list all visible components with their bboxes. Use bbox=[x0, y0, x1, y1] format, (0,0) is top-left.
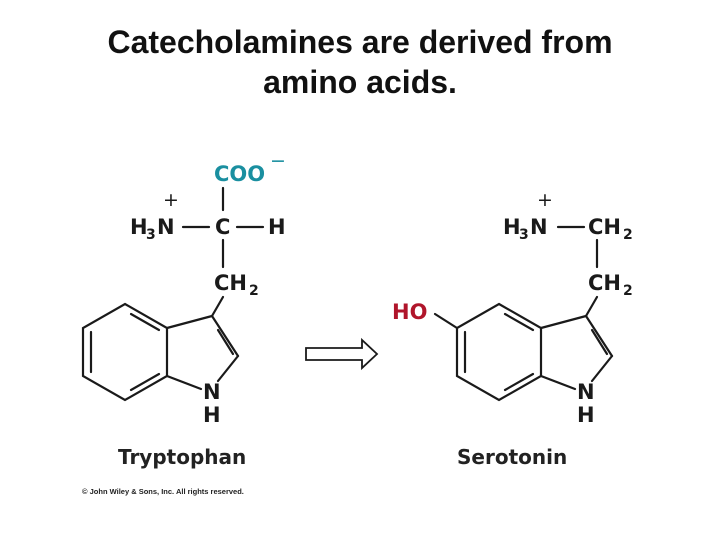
tryptophan-structure: COO − + H 3 N C H CH 2 N H bbox=[81, 150, 286, 427]
serotonin-ch2b-sub: 2 bbox=[623, 283, 633, 299]
slide-title-line-2: amino acids. bbox=[263, 64, 457, 100]
tryptophan-amine-charge: + bbox=[163, 189, 179, 211]
copyright-notice: © John Wiley & Sons, Inc. All rights res… bbox=[82, 487, 244, 496]
slide-title-line-1: Catecholamines are derived from bbox=[107, 24, 613, 60]
serotonin-hydroxyl: HO bbox=[392, 300, 427, 324]
tryptophan-amine-h: H bbox=[130, 215, 148, 239]
tryptophan-alpha-hydrogen: H bbox=[268, 215, 286, 239]
tryptophan-caption: Tryptophan bbox=[118, 445, 246, 469]
serotonin-amine-n: N bbox=[530, 215, 548, 239]
serotonin-structure: + H 3 N CH 2 CH 2 HO N H bbox=[392, 189, 633, 427]
tryptophan-ch2-sub: 2 bbox=[249, 283, 259, 299]
slide-title: Catecholamines are derived from amino ac… bbox=[0, 22, 720, 102]
serotonin-amine-charge: + bbox=[537, 189, 553, 211]
serotonin-ch2b-c: CH bbox=[588, 271, 621, 295]
tryptophan-ch2-c: CH bbox=[214, 271, 247, 295]
hollow-right-arrow-icon bbox=[305, 337, 379, 371]
serotonin-ring-n: N bbox=[577, 380, 595, 404]
tryptophan-bonds bbox=[81, 186, 265, 402]
tryptophan-ring-h: H bbox=[203, 403, 221, 427]
tryptophan-amine-n: N bbox=[157, 215, 175, 239]
serotonin-amine-h: H bbox=[503, 215, 521, 239]
tryptophan-amine-sub: 3 bbox=[146, 227, 156, 243]
serotonin-ch2a-c: CH bbox=[588, 215, 621, 239]
serotonin-ch2a-sub: 2 bbox=[623, 227, 633, 243]
serotonin-ring-h: H bbox=[577, 403, 595, 427]
tryptophan-carboxylate: COO bbox=[214, 162, 265, 186]
tryptophan-carboxylate-charge: − bbox=[270, 150, 286, 172]
tryptophan-alpha-carbon: C bbox=[215, 215, 230, 239]
tryptophan-ring-n: N bbox=[203, 380, 221, 404]
serotonin-caption: Serotonin bbox=[457, 445, 567, 469]
serotonin-amine-sub: 3 bbox=[519, 227, 529, 243]
serotonin-bonds bbox=[433, 225, 614, 402]
